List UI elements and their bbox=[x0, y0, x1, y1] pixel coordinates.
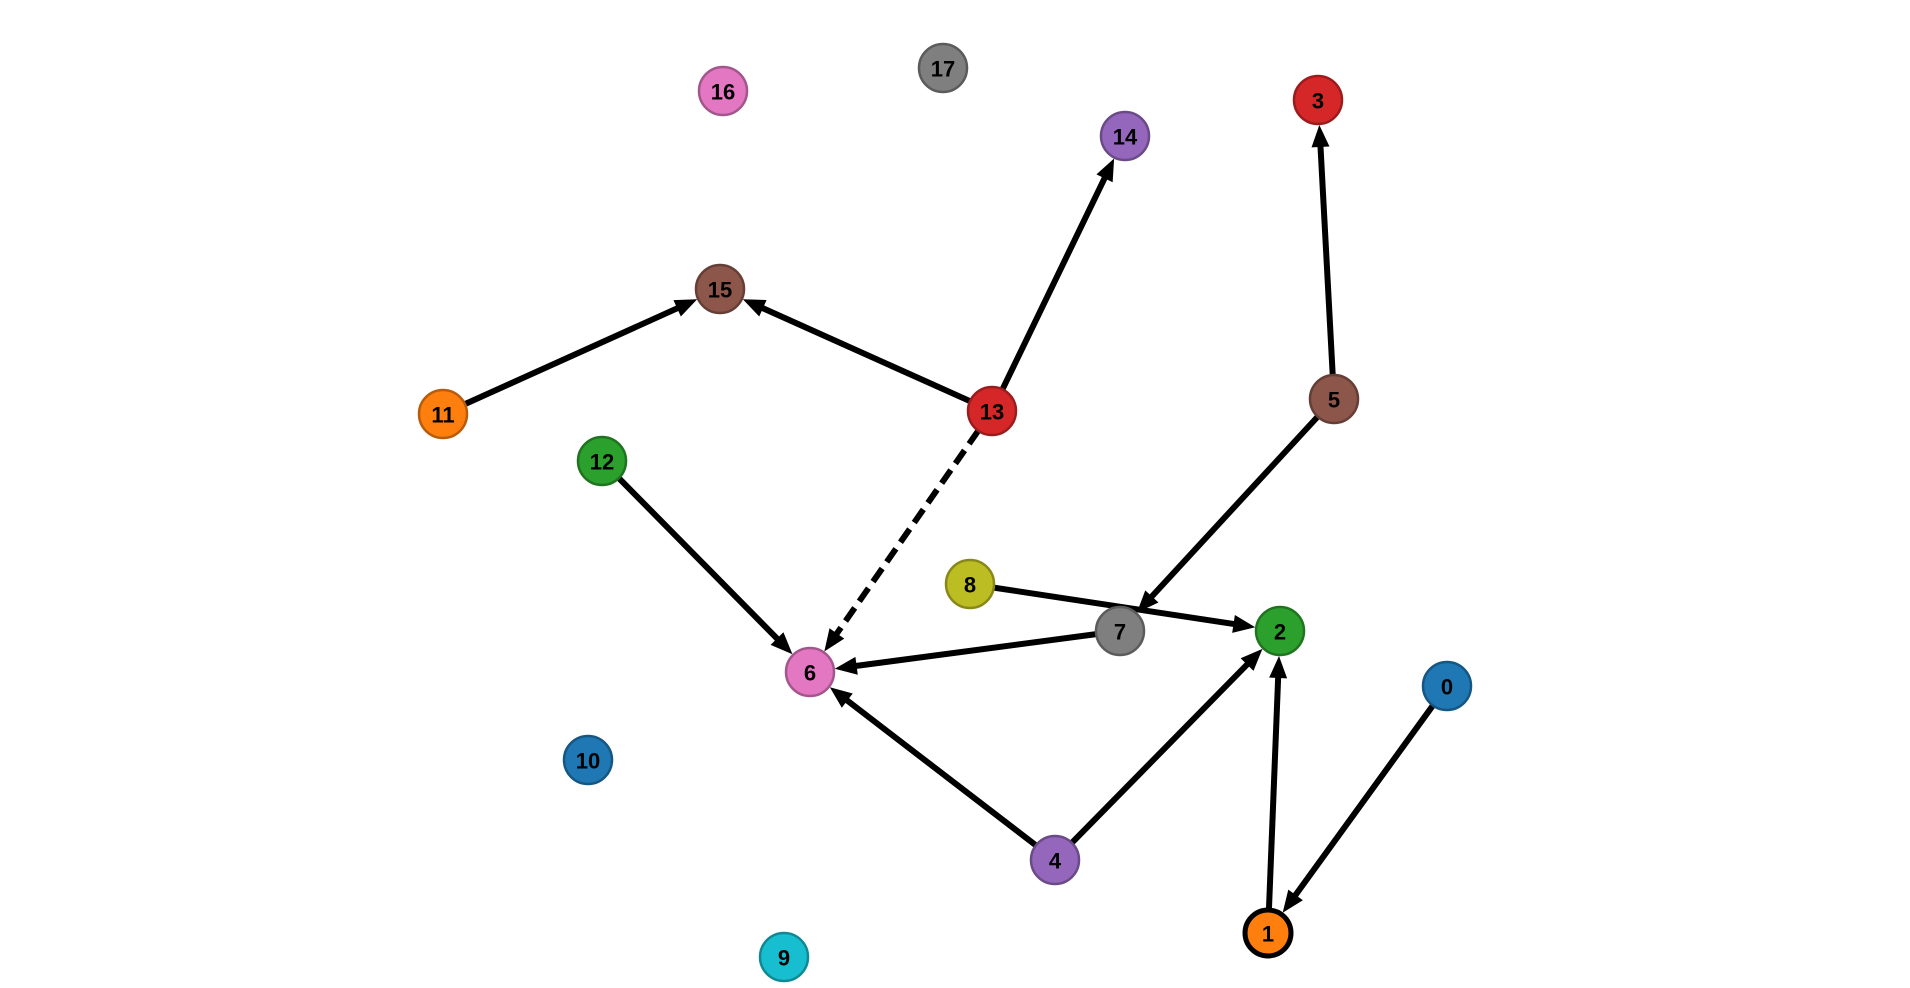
edge-line-4-2 bbox=[1069, 659, 1253, 845]
node-circle-1 bbox=[1242, 907, 1294, 959]
node-label-12: 12 bbox=[590, 450, 614, 475]
node-circle-5 bbox=[1308, 373, 1360, 425]
node-10[interactable]: 10 bbox=[562, 734, 614, 786]
node-circle-14 bbox=[1099, 110, 1151, 162]
node-circle-6 bbox=[784, 646, 836, 698]
node-0[interactable]: 0 bbox=[1421, 660, 1473, 712]
edge-line-0-1 bbox=[1290, 703, 1436, 900]
node-label-13: 13 bbox=[980, 400, 1004, 425]
arrowhead-5-3 bbox=[1311, 124, 1330, 148]
arrowhead-12-6 bbox=[770, 632, 793, 655]
edge-line-4-6 bbox=[842, 695, 1038, 848]
node-label-9: 9 bbox=[778, 946, 790, 971]
arrowhead-4-2 bbox=[1240, 648, 1263, 671]
node-6[interactable]: 6 bbox=[784, 646, 836, 698]
node-2[interactable]: 2 bbox=[1254, 605, 1306, 657]
node-circle-13 bbox=[966, 385, 1018, 437]
node-circle-8 bbox=[944, 558, 996, 610]
node-7[interactable]: 7 bbox=[1094, 605, 1146, 657]
node-label-15: 15 bbox=[708, 278, 732, 303]
node-label-6: 6 bbox=[804, 661, 816, 686]
node-circle-9 bbox=[758, 931, 810, 983]
node-circle-16 bbox=[697, 65, 749, 117]
edge-13-15 bbox=[742, 299, 972, 404]
edges-layer bbox=[463, 124, 1436, 913]
arrowhead-13-6 bbox=[824, 628, 845, 652]
edge-13-14 bbox=[999, 158, 1115, 391]
node-circle-11 bbox=[417, 388, 469, 440]
edge-0-1 bbox=[1282, 703, 1436, 913]
node-label-17: 17 bbox=[931, 57, 955, 82]
node-4[interactable]: 4 bbox=[1029, 834, 1081, 886]
node-17[interactable]: 17 bbox=[917, 42, 969, 94]
node-label-5: 5 bbox=[1328, 388, 1340, 413]
edge-5-3 bbox=[1311, 124, 1336, 376]
edge-line-1-2 bbox=[1265, 673, 1282, 910]
arrowhead-8-2 bbox=[1232, 615, 1256, 633]
edge-line-7-6 bbox=[852, 631, 1097, 670]
node-circle-17 bbox=[917, 42, 969, 94]
node-label-0: 0 bbox=[1441, 675, 1453, 700]
node-14[interactable]: 14 bbox=[1099, 110, 1151, 162]
node-circle-4 bbox=[1029, 834, 1081, 886]
edge-4-2 bbox=[1069, 648, 1263, 845]
node-circle-0 bbox=[1421, 660, 1473, 712]
edge-11-15 bbox=[463, 299, 698, 407]
arrowhead-11-15 bbox=[673, 299, 698, 317]
edge-line-11-15 bbox=[463, 303, 683, 407]
node-label-10: 10 bbox=[576, 749, 600, 774]
edge-5-7 bbox=[1136, 414, 1320, 613]
edge-line-13-6 bbox=[832, 428, 981, 639]
node-circle-2 bbox=[1254, 605, 1306, 657]
node-label-11: 11 bbox=[431, 403, 454, 428]
arrowhead-4-6 bbox=[829, 687, 853, 708]
node-12[interactable]: 12 bbox=[576, 435, 628, 487]
edge-line-13-14 bbox=[999, 173, 1109, 391]
node-16[interactable]: 16 bbox=[697, 65, 749, 117]
arrowhead-13-15 bbox=[742, 299, 767, 317]
edge-line-12-6 bbox=[616, 475, 782, 644]
node-1[interactable]: 1 bbox=[1242, 907, 1294, 959]
node-circle-3 bbox=[1292, 74, 1344, 126]
arrowhead-13-14 bbox=[1096, 158, 1115, 183]
node-11[interactable]: 11 bbox=[417, 388, 469, 440]
node-8[interactable]: 8 bbox=[944, 558, 996, 610]
node-circle-15 bbox=[694, 263, 746, 315]
arrowhead-7-6 bbox=[834, 656, 858, 675]
node-circle-12 bbox=[576, 435, 628, 487]
node-3[interactable]: 3 bbox=[1292, 74, 1344, 126]
node-15[interactable]: 15 bbox=[694, 263, 746, 315]
edge-line-5-3 bbox=[1317, 142, 1336, 376]
edge-line-13-15 bbox=[758, 303, 972, 404]
arrowhead-5-7 bbox=[1136, 590, 1159, 613]
edge-12-6 bbox=[616, 475, 793, 655]
node-label-16: 16 bbox=[711, 80, 735, 105]
node-5[interactable]: 5 bbox=[1308, 373, 1360, 425]
node-label-8: 8 bbox=[964, 573, 976, 598]
node-label-14: 14 bbox=[1113, 125, 1138, 150]
node-circle-10 bbox=[562, 734, 614, 786]
node-label-3: 3 bbox=[1312, 89, 1324, 114]
node-label-1: 1 bbox=[1262, 922, 1274, 947]
edge-4-6 bbox=[829, 687, 1038, 848]
edge-1-2 bbox=[1265, 655, 1288, 910]
edge-7-6 bbox=[834, 631, 1097, 675]
edge-line-5-7 bbox=[1146, 414, 1320, 602]
edge-13-6 bbox=[824, 428, 981, 652]
node-circle-7 bbox=[1094, 605, 1146, 657]
node-9[interactable]: 9 bbox=[758, 931, 810, 983]
node-13[interactable]: 13 bbox=[966, 385, 1018, 437]
edge-line-8-2 bbox=[993, 584, 1238, 628]
edge-8-2 bbox=[993, 584, 1256, 633]
node-label-7: 7 bbox=[1114, 620, 1126, 645]
node-label-2: 2 bbox=[1274, 620, 1286, 645]
arrowhead-0-1 bbox=[1282, 889, 1303, 913]
node-label-4: 4 bbox=[1049, 849, 1062, 874]
arrowhead-1-2 bbox=[1269, 655, 1288, 679]
